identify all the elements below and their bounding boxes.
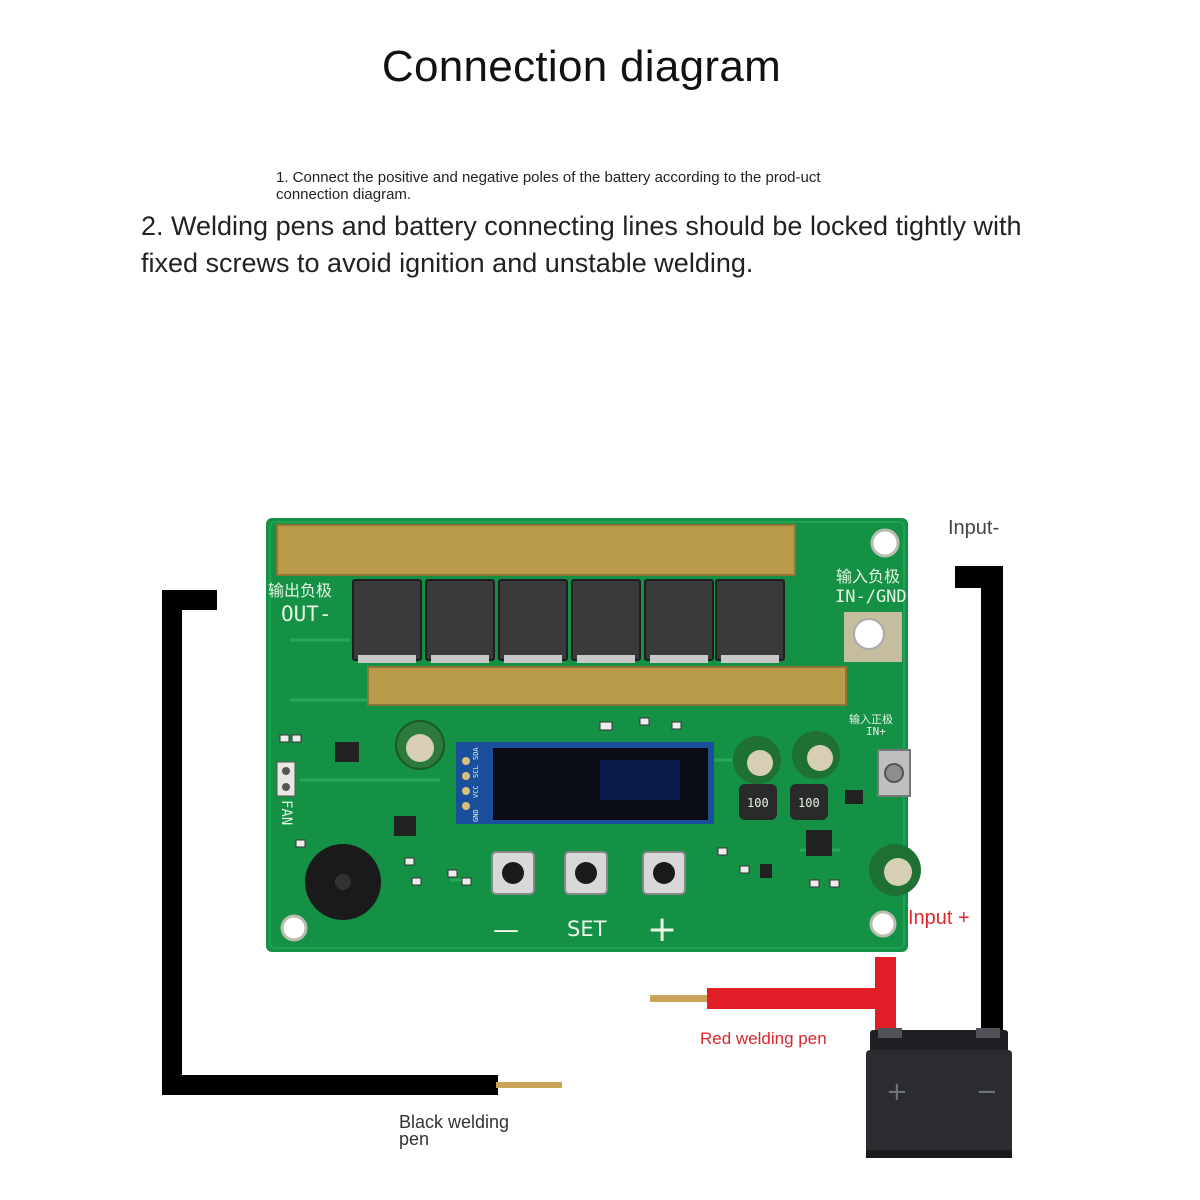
minus-button-label: — (493, 915, 519, 945)
mount-hole-bottom-left (280, 914, 308, 942)
plus-button[interactable] (642, 851, 686, 895)
set-button-label: SET (567, 917, 607, 941)
inductor-1-label: 100 (747, 796, 769, 810)
battery: + − (866, 1028, 1012, 1158)
fan-label: FAN (278, 800, 294, 825)
red-pen-wire (707, 988, 887, 1009)
capacitor-c8 (395, 720, 445, 770)
ic-chip-right (806, 830, 832, 856)
black-wire (162, 590, 498, 1095)
input-negative-terminal (853, 618, 885, 650)
capacitor-in-2 (792, 731, 840, 779)
oled-display-module: GND VCC SCL SDA (456, 742, 714, 824)
battery-minus: − (976, 1077, 998, 1107)
ic-chip-left (335, 742, 359, 762)
set-button[interactable] (564, 851, 608, 895)
fan-connector (276, 761, 296, 797)
inductor-2: 100 (790, 784, 828, 820)
mosfet-row (352, 579, 785, 661)
oled-pin-gnd: GND (472, 809, 480, 822)
red-pen-tip (650, 995, 712, 1002)
ic-chip-u5 (394, 816, 416, 836)
in-pos-label: IN+ (866, 725, 886, 738)
red-welding-pen-label: Red welding pen (700, 1029, 827, 1048)
oled-pin-vcc: VCC (472, 785, 480, 798)
inductor-2-label: 100 (798, 796, 820, 810)
inductor-1: 100 (739, 784, 777, 820)
input-negative-wire (955, 566, 1003, 1030)
in-cn-label: 输入负极 (836, 567, 900, 586)
input-positive-wire (875, 957, 896, 1033)
input-positive-label: Input + (908, 907, 970, 929)
instruction-note-1: 1. Connect the positive and negative pol… (276, 169, 821, 203)
mount-hole-top-right (870, 528, 900, 558)
page-title: Connection diagram (381, 42, 782, 91)
minus-button[interactable] (491, 851, 535, 895)
out-cn-label: 输出负极 (268, 581, 332, 600)
copper-bar-bottom (368, 667, 846, 705)
out-minus-label: OUT- (281, 602, 332, 626)
instruction-note-2: 2. Welding pens and battery connecting l… (141, 211, 1022, 278)
battery-plus: + (886, 1077, 908, 1107)
capacitor-in-3 (869, 844, 921, 896)
input-negative-label: Input- (948, 517, 1000, 539)
pcb-board: 输出负极 OUT- 输入负极 IN-/GND 输入正极 IN+ FAN (266, 518, 921, 952)
black-welding-pen-label: Black welding pen (399, 1112, 510, 1149)
plus-button-label: + (647, 909, 677, 950)
oled-pin-scl: SCL (472, 765, 480, 778)
black-pen-tip (496, 1082, 562, 1088)
copper-bar-top (277, 525, 795, 575)
oled-pin-sda: SDA (472, 747, 480, 760)
in-pos-cn-label: 输入正极 (849, 712, 893, 726)
capacitor-in-1 (733, 736, 781, 784)
in-gnd-label: IN-/GND (835, 587, 907, 607)
mount-hole-bottom-right (869, 910, 897, 938)
